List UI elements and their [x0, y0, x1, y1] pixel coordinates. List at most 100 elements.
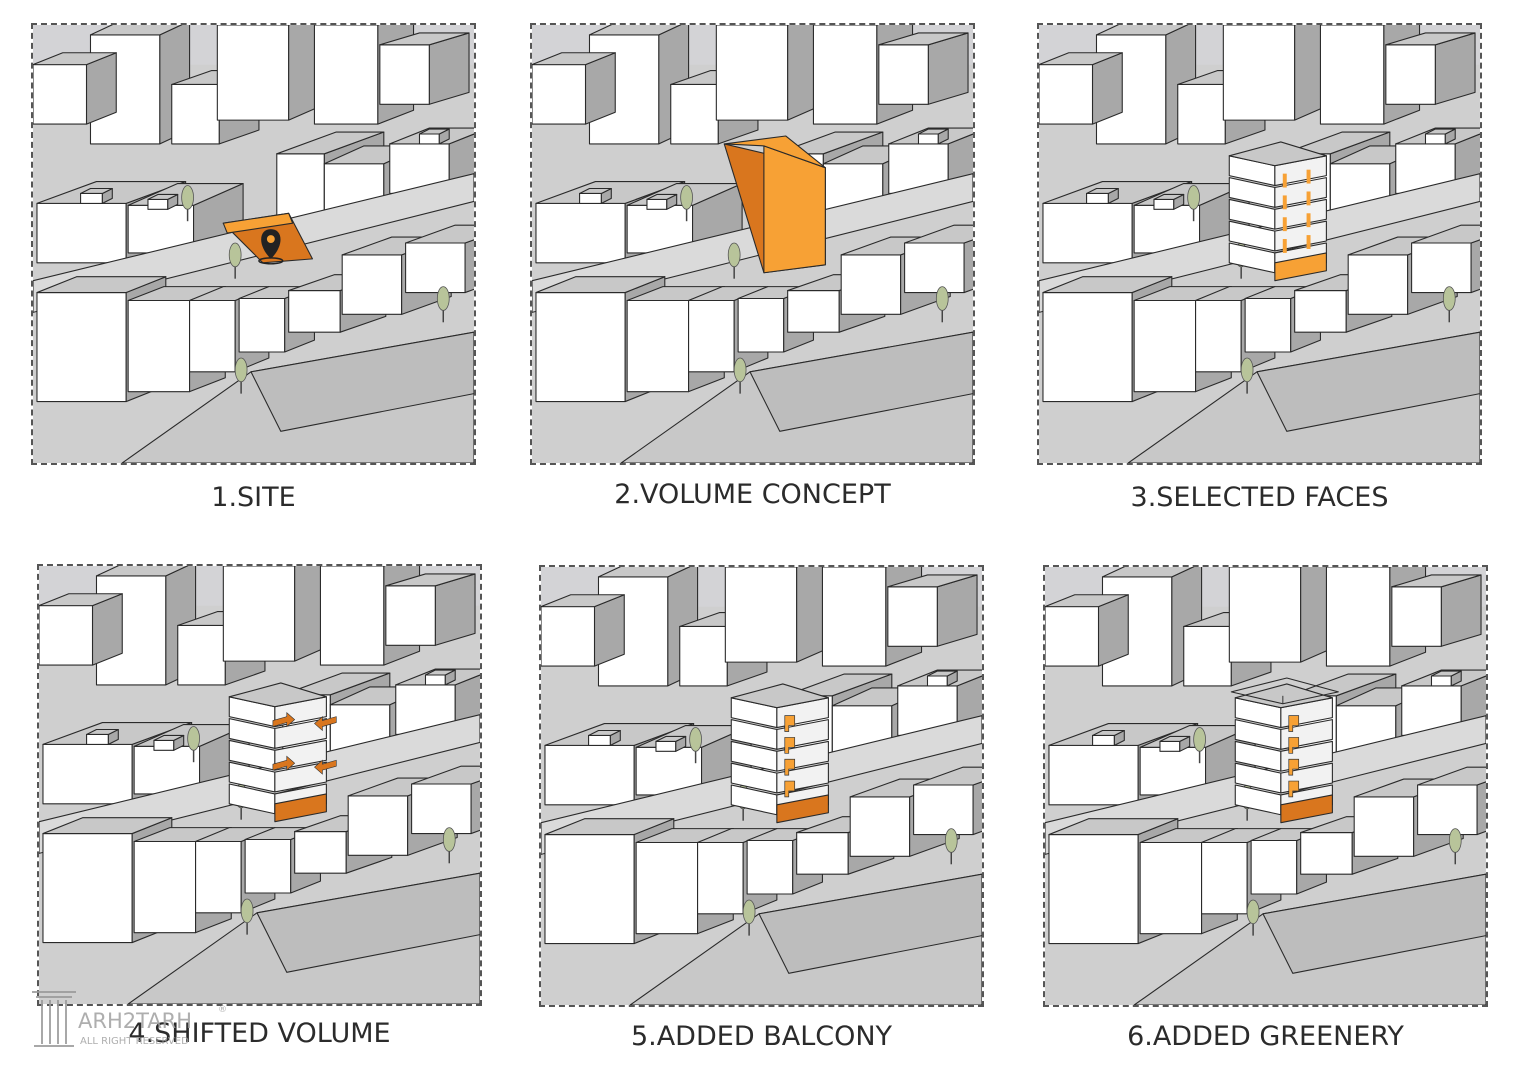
roof-garden-outline: [1230, 677, 1339, 705]
roof-box-1-roof: [86, 728, 119, 736]
tower-back-4-front: [313, 25, 379, 125]
tower-back-3-front: [724, 567, 798, 663]
tower-back-3-front: [216, 25, 290, 121]
location-pin-icon: [258, 229, 284, 265]
tree-1: [689, 727, 702, 764]
front-block-7-side: [464, 239, 474, 294]
foreground-side: [1256, 331, 1480, 432]
front-block-5-front: [787, 290, 840, 333]
caption-added-greenery: 6.ADDED GREENERY: [1127, 1021, 1404, 1052]
front-block-2-front: [1139, 841, 1203, 935]
front-block-6-front: [840, 254, 902, 315]
city-context: [33, 25, 474, 463]
panel-selected-faces: [1037, 23, 1482, 465]
front-block-7-front: [904, 242, 965, 294]
tree-4-crown: [935, 286, 949, 311]
front-block-1-front: [535, 292, 626, 403]
tower-back-3: [724, 567, 829, 663]
front-block-1-front: [1042, 292, 1133, 403]
roof-box-1-roof: [579, 187, 612, 195]
front-block-5-front: [294, 831, 347, 874]
caption-site: 1.SITE: [211, 482, 296, 513]
balcony-4: [1288, 780, 1300, 798]
tree-2: [727, 242, 741, 279]
front-block-6-front: [849, 796, 911, 857]
front-block-7-roof: [913, 766, 982, 786]
selected-face-3: [1282, 217, 1287, 232]
tower-back-3-side: [1300, 567, 1333, 663]
selected-face-b-1: [1306, 169, 1311, 184]
roof-box-1-roof: [1086, 187, 1119, 195]
front-block-1-roof: [1048, 818, 1179, 836]
tree-4: [436, 286, 450, 323]
roof-box-2-front: [147, 198, 169, 210]
mid-block-1-front: [544, 744, 635, 806]
tower-back-0-roof: [532, 52, 616, 66]
shift-arrow-right-icon: [272, 755, 296, 771]
tower-back-5-roof: [385, 573, 476, 587]
front-block-7-front: [411, 783, 472, 835]
selected-face-1: [1282, 173, 1287, 188]
tower-back-5: [878, 32, 969, 105]
tree-1-crown: [1187, 185, 1200, 210]
balcony-1: [784, 715, 796, 732]
city-context: [532, 25, 973, 463]
mid-block-1-front: [36, 202, 127, 264]
front-block-1-front: [1048, 834, 1139, 945]
selected-faces-diagram: [1039, 25, 1480, 463]
front-block-6-front: [1347, 254, 1409, 315]
front-block-7-roof: [904, 224, 973, 244]
roof-box-2: [147, 193, 179, 210]
front-block-7-roof: [1411, 224, 1480, 244]
volume-concept-diagram: [532, 25, 973, 463]
tower-back-4-front: [1325, 567, 1391, 667]
tower-back-0: [39, 593, 123, 666]
tree-1-crown: [680, 185, 693, 210]
tower-back-0-front: [532, 64, 587, 125]
front-block-1-front: [36, 292, 127, 403]
tower-back-5-front: [385, 585, 436, 646]
front-block-5-front: [796, 832, 849, 875]
tower-back-5-roof: [1391, 574, 1482, 588]
tower-back-2-front: [1177, 83, 1226, 145]
tree-3-crown: [234, 357, 248, 383]
tree-1-crown: [689, 727, 702, 752]
tree-4-crown: [442, 827, 456, 852]
roof-box-3: [1424, 128, 1456, 145]
balcony-1: [1288, 715, 1300, 732]
roof-box-3-front: [1430, 675, 1452, 687]
selected-face-b-4: [1306, 235, 1311, 249]
roof-box-3: [424, 669, 456, 686]
roof-box-2-roof: [153, 734, 185, 741]
balcony-feature: [730, 683, 829, 824]
mid-block-3-roof: [276, 131, 385, 155]
front-block-4-front: [746, 839, 794, 895]
tower-back-5-side: [936, 574, 978, 647]
tower-back-3: [1228, 567, 1333, 663]
ground-floor: [274, 793, 327, 823]
balcony-4: [784, 780, 796, 798]
roof-box-2-front: [646, 198, 668, 210]
foreground-side: [250, 331, 474, 432]
tower-back-0-front: [1039, 64, 1094, 125]
ground-floor: [1274, 252, 1327, 282]
roof-box-2: [646, 193, 678, 210]
tower-back-3-front: [1228, 567, 1302, 663]
tower-back-3-side: [796, 567, 829, 663]
front-block-4-front: [1244, 297, 1292, 353]
roof-box-3: [1430, 670, 1462, 687]
tower-back-5-side: [1440, 574, 1482, 647]
tree-1-crown: [1193, 727, 1206, 752]
tower-back-0-front: [33, 64, 88, 125]
foreground-side: [749, 331, 973, 432]
tower-back-3-front: [1222, 25, 1296, 121]
front-block-3-front: [688, 299, 735, 373]
tower-back-5-side: [428, 32, 470, 105]
panel-site: [31, 23, 476, 465]
tree-1: [1187, 185, 1200, 222]
caption-volume-concept: 2.VOLUME CONCEPT: [614, 479, 891, 510]
front-block-2-front: [133, 840, 197, 934]
selected-face-2: [1282, 195, 1287, 210]
roof-box-2-front: [1159, 740, 1181, 752]
tree-3: [1240, 357, 1254, 394]
